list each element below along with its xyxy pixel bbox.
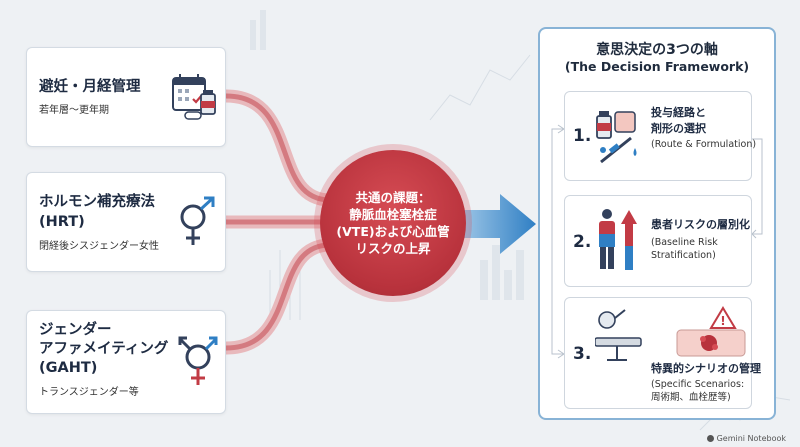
step-subtitle-line2: Stratification) <box>651 250 716 261</box>
step-title: 特異的シナリオの管理 <box>651 362 761 375</box>
flow-curve-3 <box>219 238 337 355</box>
hub-line-2: 静脈血栓塞栓症 <box>349 207 437 222</box>
framework-step-3: 3. ! 特異的シナリオの管理 (Specific Scenarios: 周術期… <box>564 297 761 409</box>
step-number: 3. <box>573 344 592 364</box>
hub-line-4: リスクの上昇 <box>355 241 431 256</box>
input-card-gaht: ジェンダー アファメイティング (GAHT) トランスジェンダー等 <box>26 310 226 414</box>
input-card-contraception: 避妊・月経管理 若年層〜更年期 <box>26 47 226 147</box>
step-subtitle: (Specific Scenarios: <box>651 379 745 390</box>
female-male-symbol-icon <box>180 196 215 245</box>
card-subtitle: トランスジェンダー等 <box>39 387 139 398</box>
framework-title: 意思決定の3つの軸 <box>596 42 718 58</box>
framework-step-2: 2. 患者リスクの層別化 (Baseline Risk Stratificati… <box>564 195 752 287</box>
step-title-line2: 剤形の選択 <box>651 122 706 135</box>
step-title: 投与経路と <box>651 106 706 119</box>
central-hub-vte-risk: 共通の課題： 静脈血栓塞栓症 (VTE)および心血管 リスクの上昇 <box>320 150 466 296</box>
calendar-pill-icon <box>172 74 216 120</box>
svg-text:!: ! <box>720 314 725 328</box>
step-number: 2. <box>573 232 592 252</box>
gemini-logo-icon <box>706 435 714 442</box>
card-title-abbrev: (GAHT) <box>39 360 98 376</box>
card-title-abbrev: (HRT) <box>39 214 85 230</box>
card-title: ジェンダー <box>39 322 112 338</box>
medication-route-icon <box>596 111 637 164</box>
flow-arrow <box>462 194 536 254</box>
step-subtitle: (Route & Formulation) <box>651 139 757 150</box>
step-subtitle-line2: 周術期、血栓歴等) <box>651 392 731 403</box>
framework-subtitle: (The Decision Framework) <box>564 59 750 74</box>
card-title-line2: アファメイティング <box>39 341 169 357</box>
hub-line-1: 共通の課題： <box>355 190 431 205</box>
card-title: 避妊・月経管理 <box>39 79 141 95</box>
transgender-symbol-icon <box>178 336 218 385</box>
credit-text: Gemini Notebook <box>716 434 786 443</box>
credit-label: Gemini Notebook <box>706 434 786 443</box>
framework-step-1: 1. 投与経路と 剤形の選択 (Route & Formulation) <box>564 91 756 181</box>
card-title: ホルモン補充療法 <box>39 194 155 210</box>
step-number: 1. <box>573 126 592 146</box>
card-subtitle: 若年層〜更年期 <box>39 105 109 116</box>
patient-risk-icon <box>599 209 637 270</box>
hub-line-3: (VTE)および心血管 <box>336 224 450 239</box>
step-subtitle: (Baseline Risk <box>651 237 718 248</box>
decision-framework-panel: 意思決定の3つの軸 (The Decision Framework) 1. 投与… <box>538 27 776 420</box>
step-title: 患者リスクの層別化 <box>651 218 750 231</box>
card-subtitle: 閉経後シスジェンダー女性 <box>39 241 159 252</box>
surgery-clot-icon: ! <box>595 306 746 361</box>
input-card-hrt: ホルモン補充療法 (HRT) 閉経後シスジェンダー女性 <box>26 172 226 272</box>
flow-curve-1 <box>219 89 337 207</box>
